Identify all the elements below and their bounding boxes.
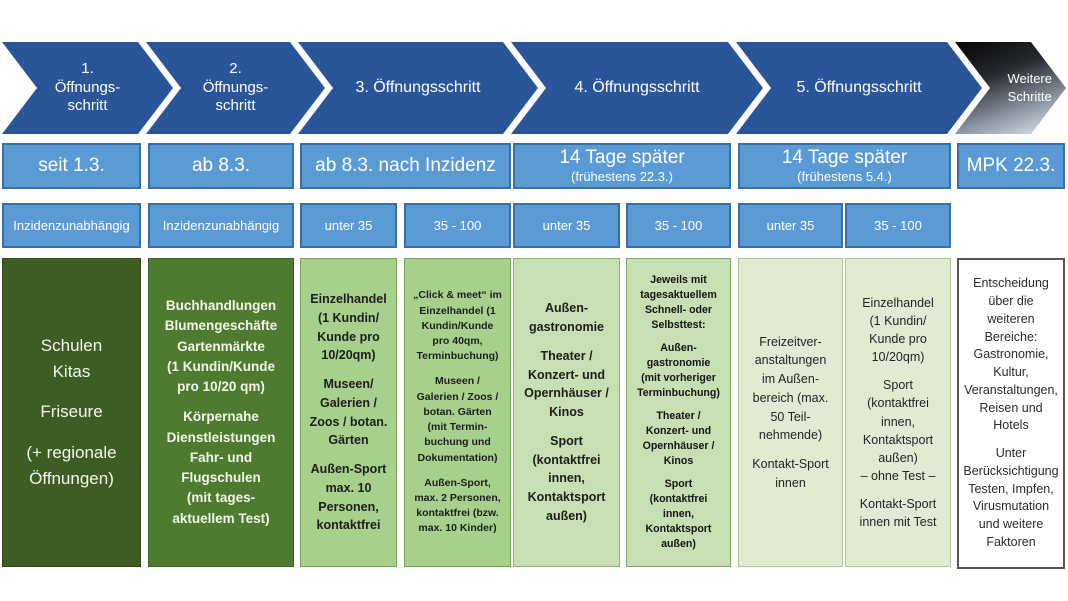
timing-box-step1: seit 1.3. <box>2 143 141 189</box>
timing-main: MPK 22.3. <box>966 154 1056 176</box>
step-arrow-1: 1.Öffnungs-schritt <box>2 42 173 134</box>
step-arrow-4: 4. Öffnungsschritt <box>511 42 763 134</box>
timing-main: ab 8.3. nach Inzidenz <box>315 154 496 176</box>
incidence-box-step2: Inzidenzunabhängig <box>148 203 294 248</box>
timing-sub: (frühestens 22.3.) <box>571 168 673 184</box>
timing-main: ab 8.3. <box>191 154 251 176</box>
incidence-box-step5-35-100: 35 - 100 <box>845 203 951 248</box>
timing-box-step2: ab 8.3. <box>148 143 294 189</box>
step-arrow-2-label: 2.Öffnungs-schritt <box>202 59 269 115</box>
incidence-box-step5-unter35: unter 35 <box>738 203 843 248</box>
step-arrow-5-label: 5. Öffnungsschritt <box>796 79 922 96</box>
incidence-box-step4-unter35: unter 35 <box>513 203 620 248</box>
timing-main: seit 1.3. <box>38 154 105 176</box>
incidence-box-step4-35-100: 35 - 100 <box>626 203 731 248</box>
timing-main: 14 Tage später <box>781 146 908 168</box>
incidence-label: Inzidenzunabhängig <box>13 218 130 233</box>
incidence-label: unter 35 <box>542 218 591 233</box>
timing-box-step5: 14 Tage später (frühestens 5.4.) <box>738 143 951 189</box>
timing-sub: (frühestens 5.4.) <box>797 168 892 184</box>
incidence-label: 35 - 100 <box>433 218 482 233</box>
timing-box-step3: ab 8.3. nach Inzidenz <box>300 143 511 189</box>
timing-box-step4: 14 Tage später (frühestens 22.3.) <box>513 143 731 189</box>
step-arrow-3-label: 3. Öffnungsschritt <box>355 79 481 96</box>
step-arrow-4-label: 4. Öffnungsschritt <box>574 79 700 96</box>
incidence-label: Inzidenzunabhängig <box>162 218 280 233</box>
step-arrow-5: 5. Öffnungsschritt <box>736 42 982 134</box>
incidence-label: 35 - 100 <box>874 218 922 233</box>
timing-box-mpk: MPK 22.3. <box>957 143 1065 189</box>
incidence-box-step3-unter35: unter 35 <box>300 203 397 248</box>
step-arrow-3: 3. Öffnungsschritt <box>298 42 538 134</box>
incidence-label: 35 - 100 <box>654 218 703 233</box>
incidence-box-step3-35-100: 35 - 100 <box>404 203 511 248</box>
incidence-label: unter 35 <box>324 218 373 233</box>
timing-main: 14 Tage später <box>559 146 685 168</box>
incidence-box-step1: Inzidenzunabhängig <box>2 203 141 248</box>
incidence-label: unter 35 <box>766 218 815 233</box>
step-arrow-1-label: 1.Öffnungs-schritt <box>54 59 121 115</box>
